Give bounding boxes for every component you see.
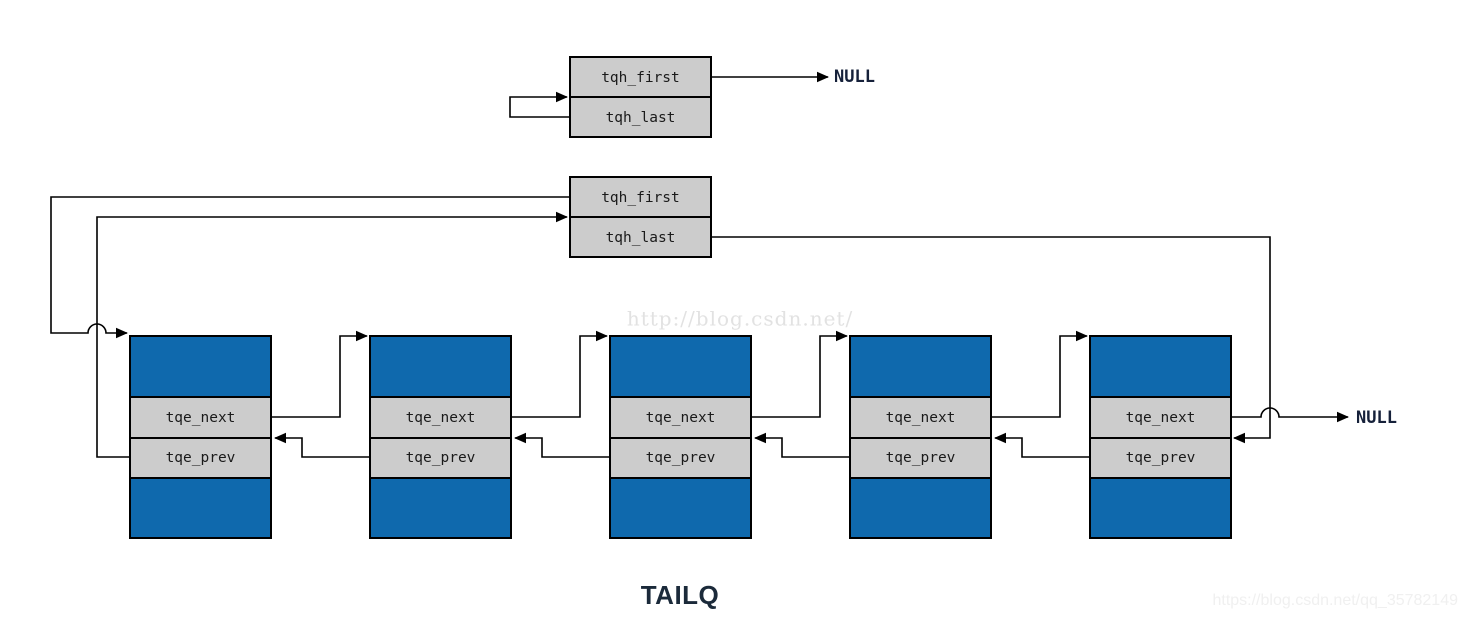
link-tqh-last-to-element-5 [711, 236, 1271, 444]
null-label-element-5: NULL [1356, 408, 1397, 428]
element-5-field-tqe-next: tqe_next [1126, 410, 1196, 426]
element-3-payload-bottom [609, 477, 752, 539]
link-element-2-prev-to-element-1 [274, 432, 370, 458]
element-1-field-tqe-next: tqe_next [166, 410, 236, 426]
element-3-field-tqe-next: tqe_next [646, 410, 716, 426]
element-2-field-tqe-prev: tqe_prev [406, 450, 476, 466]
link-element-5-prev-to-element-4 [994, 432, 1090, 458]
link-element-3-next-to-element-4 [751, 330, 848, 418]
watermark-corner-text: https://blog.csdn.net/qq_35782149 [1212, 592, 1458, 609]
element-3-field-tqe-prev: tqe_prev [646, 450, 716, 466]
link-tqh-first-to-element-1 [50, 196, 570, 339]
list-element-3: tqe_next tqe_prev [609, 335, 752, 539]
null-label-empty-head: NULL [834, 67, 875, 87]
link-element-2-next-to-element-3 [511, 330, 608, 418]
populated-tailq-head: tqh_first tqh_last [50, 176, 1271, 458]
watermark-center-text: http://blog.csdn.net/ [627, 307, 853, 331]
link-empty-tqh-last-self [509, 91, 570, 118]
element-4-field-tqe-next: tqe_next [886, 410, 956, 426]
element-2-payload-top [369, 335, 512, 398]
link-element-4-prev-to-element-3 [754, 432, 850, 458]
element-1-field-tqe-prev: tqe_prev [166, 450, 236, 466]
diagram-title: TAILQ [641, 580, 720, 610]
populated-head-field-tqh-first: tqh_first [601, 190, 680, 206]
link-element-3-prev-to-element-2 [514, 432, 610, 458]
element-2-field-tqe-next: tqe_next [406, 410, 476, 426]
list-element-1: tqe_next tqe_prev [129, 335, 272, 539]
populated-head-field-tqh-last: tqh_last [606, 230, 676, 246]
element-4-payload-bottom [849, 477, 992, 539]
element-4-payload-top [849, 335, 992, 398]
empty-head-field-tqh-first: tqh_first [601, 70, 680, 86]
element-5-payload-bottom [1089, 477, 1232, 539]
element-links: NULL [271, 330, 1397, 458]
element-3-payload-top [609, 335, 752, 398]
element-4-field-tqe-prev: tqe_prev [886, 450, 956, 466]
element-2-payload-bottom [369, 477, 512, 539]
link-element-4-next-to-element-5 [991, 330, 1088, 418]
empty-tailq-head: tqh_first tqh_last NULL [509, 56, 875, 138]
element-5-payload-top [1089, 335, 1232, 398]
empty-head-field-tqh-last: tqh_last [606, 110, 676, 126]
list-element-5: tqe_next tqe_prev [1089, 335, 1232, 539]
list-element-2: tqe_next tqe_prev [369, 335, 512, 539]
link-element-1-next-to-element-2 [271, 330, 368, 418]
link-element-1-tqe-prev-to-head [96, 211, 568, 458]
list-element-4: tqe_next tqe_prev [849, 335, 992, 539]
element-1-payload-top [129, 335, 272, 398]
element-1-payload-bottom [129, 477, 272, 539]
link-element-5-next-to-null [1231, 407, 1349, 423]
element-5-field-tqe-prev: tqe_prev [1126, 450, 1196, 466]
